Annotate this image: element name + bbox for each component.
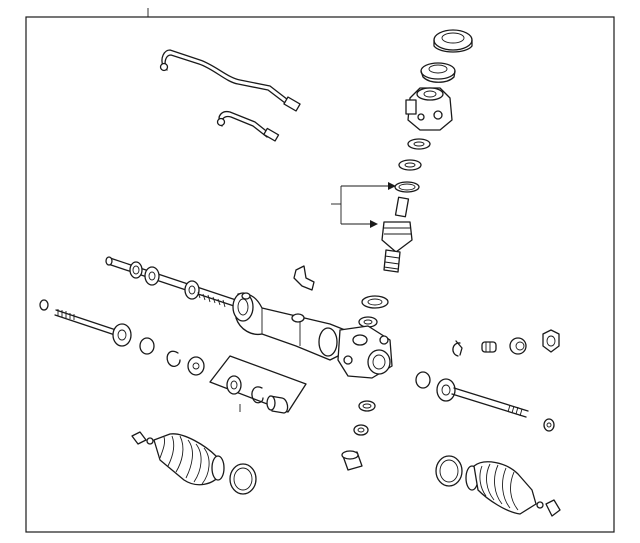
left-inner-tie-rod [54,309,132,347]
right-inner-tie-rod [436,378,529,418]
valve-housing [405,87,453,131]
left-rack-end-cap [187,356,205,376]
rack-bushing-1 [129,261,143,279]
left-snap-ring [166,350,181,367]
right-rack-washer [415,371,431,389]
yoke-plug [358,400,376,412]
right-clip [452,340,463,357]
left-washer [139,337,155,355]
left-bellows-boot [153,433,225,486]
right-boot-clamp [536,499,561,517]
diagram-frame [25,8,615,533]
rack-bushing-2 [144,266,160,286]
seal-kit-inset [209,355,307,414]
oring [394,181,420,193]
right-bushing [481,341,497,353]
dust-seal [420,62,456,83]
pinion-valve-assembly [381,196,413,273]
left-tie-rod-end-nut [39,299,49,311]
valve-clip [293,265,315,291]
right-boot-band [435,455,463,487]
valve-seal-ring-1 [407,138,431,150]
right-lock-nut [542,329,560,353]
left-boot-clamp [131,431,154,445]
right-end-cap [509,337,527,355]
yoke-spring [353,424,369,436]
return-line [216,110,280,142]
leader-bracket [331,182,396,228]
steering-housing [232,292,393,379]
right-bellows-boot [465,461,537,515]
right-tie-rod-nut [543,418,555,432]
valve-seal-ring-2 [398,159,422,171]
pressure-line [159,49,301,112]
upper-seal [433,29,473,53]
pinion-oil-seal [361,295,389,309]
rack-teeth [197,291,226,308]
left-boot-band [229,463,257,495]
rack-guide [341,450,363,471]
rack-bushing-3 [184,280,200,300]
